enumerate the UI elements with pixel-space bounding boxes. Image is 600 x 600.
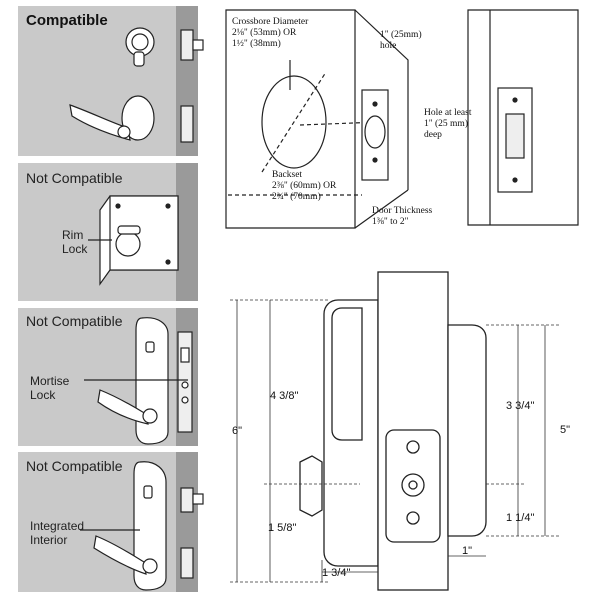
lever-illustration bbox=[69, 95, 194, 143]
panel-title-compatible: Compatible bbox=[26, 12, 108, 29]
dim-projection: 1 3/4" bbox=[322, 567, 351, 579]
label-rim-lock: Rim Lock bbox=[62, 228, 88, 256]
callout-hole-depth: Hole at least 1" (25 mm) deep bbox=[424, 108, 472, 140]
dim-depth: 1" bbox=[462, 545, 473, 557]
mortise-lock-illustration bbox=[84, 317, 193, 445]
dim-rear-lower: 1 1/4" bbox=[506, 512, 535, 524]
rim-lock-illustration bbox=[88, 195, 179, 286]
dim-lower-height: 1 5/8" bbox=[268, 522, 297, 534]
dim-rear-height: 5" bbox=[560, 424, 571, 436]
compatibility-panels bbox=[18, 6, 198, 592]
door-edge-2 bbox=[176, 163, 198, 301]
dim-overall-height: 6" bbox=[232, 425, 243, 437]
deadbolt-side-view bbox=[299, 271, 487, 591]
callout-crossbore: Crossbore Diameter 2⅛" (53mm) OR 1½" (38… bbox=[232, 17, 309, 49]
label-integrated-interior: Integrated Interior bbox=[30, 519, 85, 547]
callout-backset: Backset 2⅜" (60mm) OR 2¾" (70mm) bbox=[272, 170, 337, 202]
panel-title-mortise: Not Compatible bbox=[26, 313, 123, 329]
callout-door-thickness: Door Thickness 1⅜" to 2" bbox=[372, 206, 433, 227]
label-mortise-lock: Mortise Lock bbox=[30, 374, 70, 402]
panel-title-integrated: Not Compatible bbox=[26, 458, 123, 474]
dimension-lines bbox=[230, 299, 560, 583]
door-prep-face-diagram bbox=[225, 9, 409, 229]
dim-rear-upper: 3 3/4" bbox=[506, 400, 535, 412]
dim-upper-height: 4 3/8" bbox=[270, 390, 299, 402]
integrated-lock-illustration bbox=[80, 461, 204, 591]
panel-title-rim: Not Compatible bbox=[26, 170, 123, 186]
callout-hole: 1" (25mm) hole bbox=[380, 30, 422, 51]
door-edge-prep-diagram bbox=[467, 9, 579, 226]
deadbolt-illustration bbox=[125, 27, 204, 67]
panel-integrated-bg bbox=[18, 452, 198, 592]
